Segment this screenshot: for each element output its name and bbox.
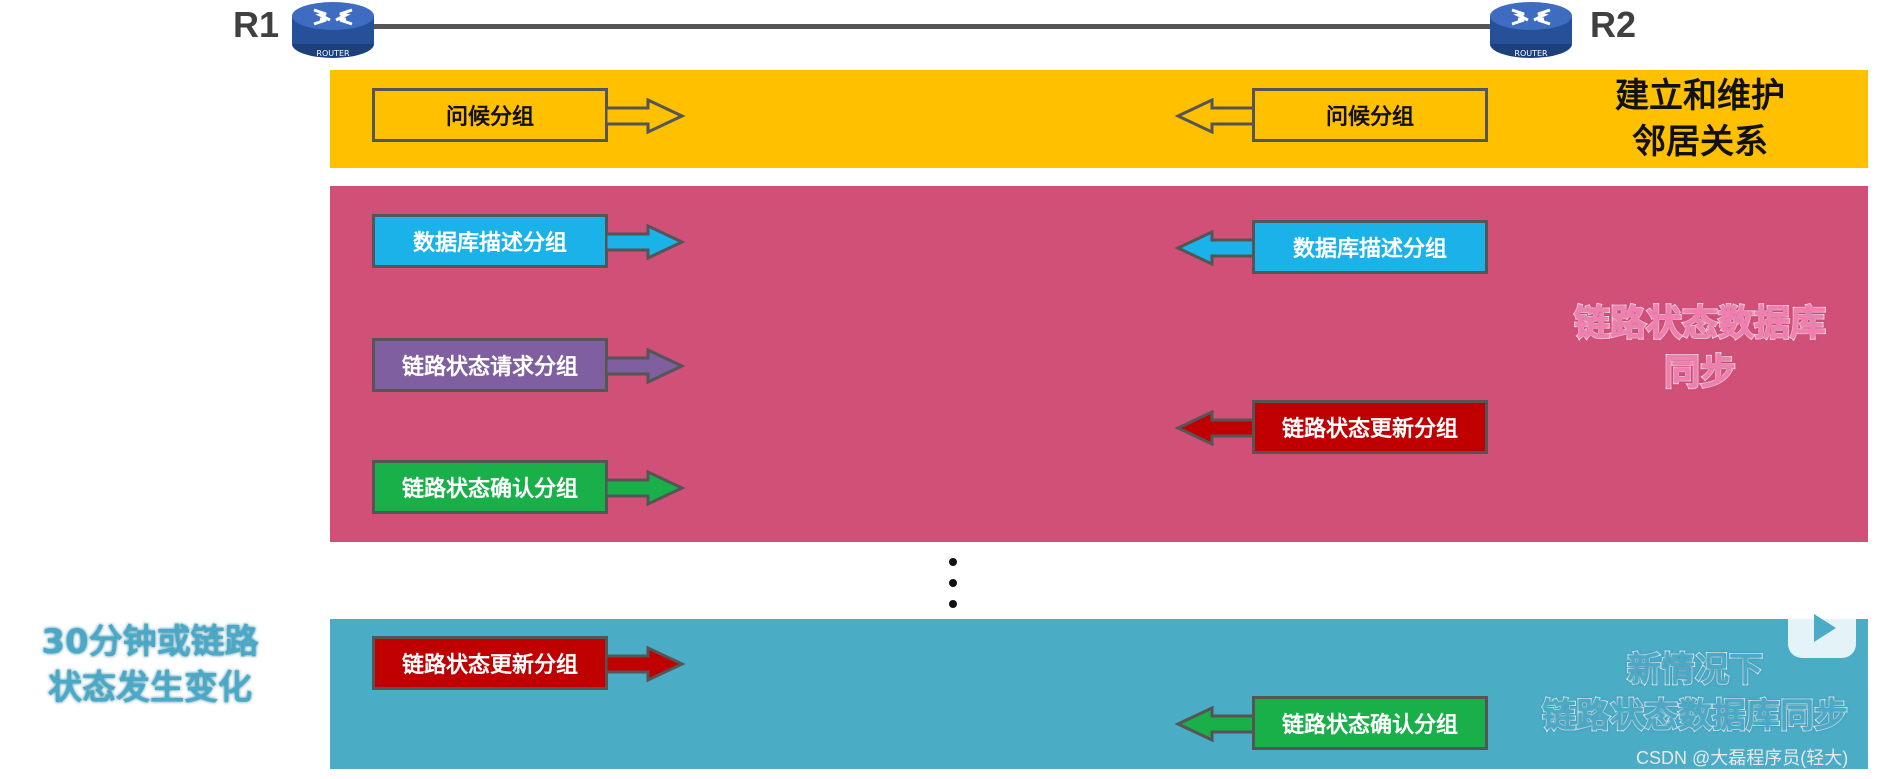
band-new-situation-label-line1: 新情况下 [1626, 649, 1764, 691]
link-line [370, 24, 1492, 29]
band-new-situation-label: 新情况下 链路状态数据库同步 [1520, 648, 1870, 740]
svg-text:ROUTER: ROUTER [316, 49, 350, 58]
r1-lsack-packet[interactable]: 链路状态确认分组 [372, 460, 608, 514]
band-lsdb-sync-label: 链路状态数据库 同步 [1555, 300, 1845, 397]
r2-lsack-packet[interactable]: 链路状态确认分组 [1252, 696, 1488, 750]
r2-dbd-packet[interactable]: 数据库描述分组 [1252, 220, 1488, 274]
watermark: CSDN @大磊程序员(轻大) [1636, 748, 1849, 768]
r2-lsu-arrow-left-icon [1174, 410, 1254, 446]
r1-lsu-packet-label: 链路状态更新分组 [401, 653, 578, 678]
r1-lsr-arrow-right-icon [606, 348, 686, 384]
svg-text:ROUTER: ROUTER [1514, 49, 1548, 58]
r1-hello-arrow-right-icon [606, 98, 686, 134]
r1-hello-packet-label: 问候分组 [445, 105, 534, 130]
r2-dbd-packet-label: 数据库描述分组 [1292, 237, 1447, 262]
router-r1-label: R1 [233, 4, 280, 45]
r2-hello-packet[interactable]: 问候分组 [1252, 88, 1488, 142]
r1-dbd-arrow-right-icon [606, 224, 686, 260]
r1-lsr-packet[interactable]: 链路状态请求分组 [372, 338, 608, 392]
r1-lsack-packet-label: 链路状态确认分组 [401, 477, 578, 502]
r2-lsack-packet-label: 链路状态确认分组 [1281, 713, 1458, 738]
play-button-icon[interactable] [1788, 598, 1856, 658]
r1-lsr-packet-label: 链路状态请求分组 [401, 355, 578, 380]
ellipsis-dot-2 [949, 579, 957, 587]
router-r1-icon[interactable]: ROUTER [290, 0, 376, 60]
band-neighbor-label: 建立和维护 邻居关系 [1575, 74, 1825, 166]
band-neighbor-label-line2: 邻居关系 [1632, 121, 1768, 162]
r1-lsu-packet[interactable]: 链路状态更新分组 [372, 636, 608, 690]
r2-lsu-packet[interactable]: 链路状态更新分组 [1252, 400, 1488, 454]
router-r2-icon[interactable]: ROUTER [1488, 0, 1574, 60]
r2-lsu-packet-label: 链路状态更新分组 [1281, 417, 1458, 442]
band-lsdb-sync-label-line1: 链路状态数据库 [1573, 302, 1827, 345]
r2-hello-packet-label: 问候分组 [1325, 105, 1414, 130]
trigger-label: 30分钟或链路 状态发生变化 [30, 620, 270, 712]
r1-lsu-arrow-right-icon [606, 646, 686, 682]
ellipsis-dot-3 [949, 600, 957, 608]
r1-dbd-packet-label: 数据库描述分组 [412, 231, 567, 256]
r2-lsack-arrow-left-icon [1174, 706, 1254, 742]
ellipsis-dot-1 [949, 558, 957, 566]
trigger-label-line1: 30分钟或链路 [40, 621, 259, 663]
r2-dbd-arrow-left-icon [1174, 230, 1254, 266]
trigger-label-line2: 状态发生变化 [47, 667, 253, 709]
router-r2-label: R2 [1590, 4, 1637, 45]
r1-hello-packet[interactable]: 问候分组 [372, 88, 608, 142]
r2-hello-arrow-left-icon [1174, 98, 1254, 134]
band-new-situation-label-line2: 链路状态数据库同步 [1541, 695, 1849, 737]
r1-dbd-packet[interactable]: 数据库描述分组 [372, 214, 608, 268]
band-lsdb-sync-label-line2: 同步 [1663, 351, 1737, 394]
r1-lsack-arrow-right-icon [606, 470, 686, 506]
band-neighbor-label-line1: 建立和维护 [1615, 76, 1785, 116]
